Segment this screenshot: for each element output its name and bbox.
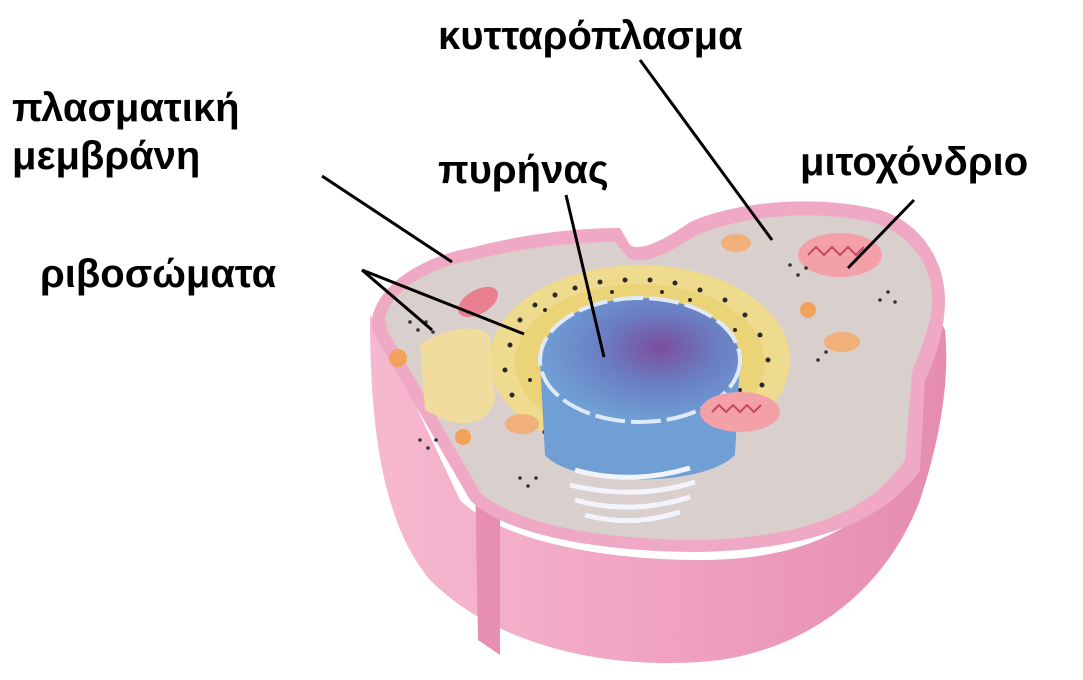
- nucleus-label: πυρήνας: [438, 146, 609, 194]
- mitochondrion-top: [798, 233, 882, 277]
- plasma-membrane-label-line2: μεμβράνη: [12, 132, 240, 180]
- cytoplasm-label: κυτταρόπλασμα: [438, 12, 743, 60]
- plasma-membrane-label-line1: πλασματική: [12, 84, 240, 132]
- mitochondrion-bottom: [700, 392, 780, 432]
- plasma-membrane-label: πλασματική μεμβράνη: [12, 84, 240, 180]
- plasma-membrane-leader: [322, 176, 452, 262]
- smooth-er: [420, 328, 495, 423]
- ribosomes-label: ριβοσώματα: [40, 250, 276, 298]
- mitochondrion-label: μιτοχόνδριο: [800, 138, 1028, 186]
- cytoplasm-leader: [640, 60, 772, 240]
